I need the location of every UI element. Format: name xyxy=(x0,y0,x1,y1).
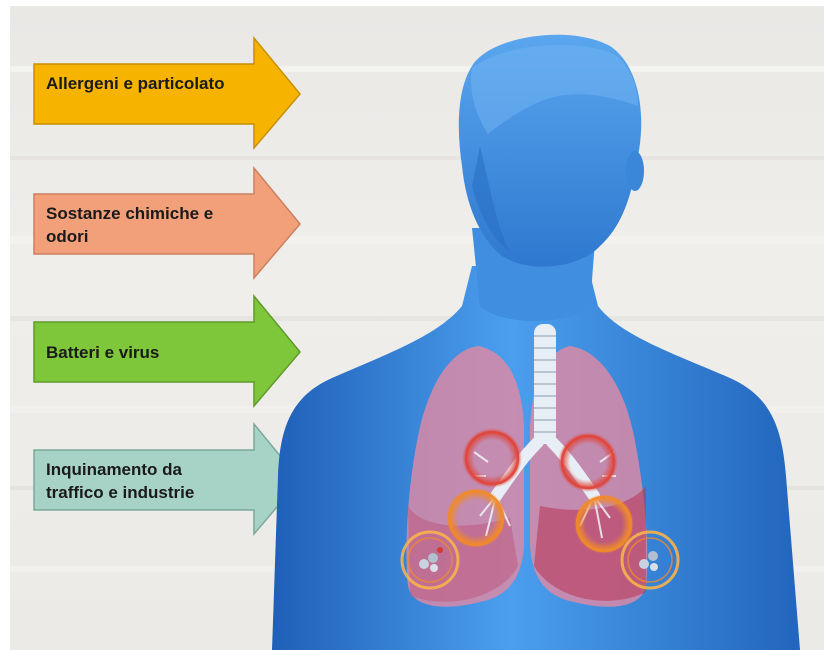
illustration-frame: Allergeni e particolato Sostanze chimich… xyxy=(10,6,824,650)
marker-red-right xyxy=(558,432,618,492)
marker-red-left xyxy=(462,428,522,488)
human-torso-figure xyxy=(10,6,824,650)
ear xyxy=(626,151,644,191)
marker-orange-left xyxy=(446,488,506,548)
